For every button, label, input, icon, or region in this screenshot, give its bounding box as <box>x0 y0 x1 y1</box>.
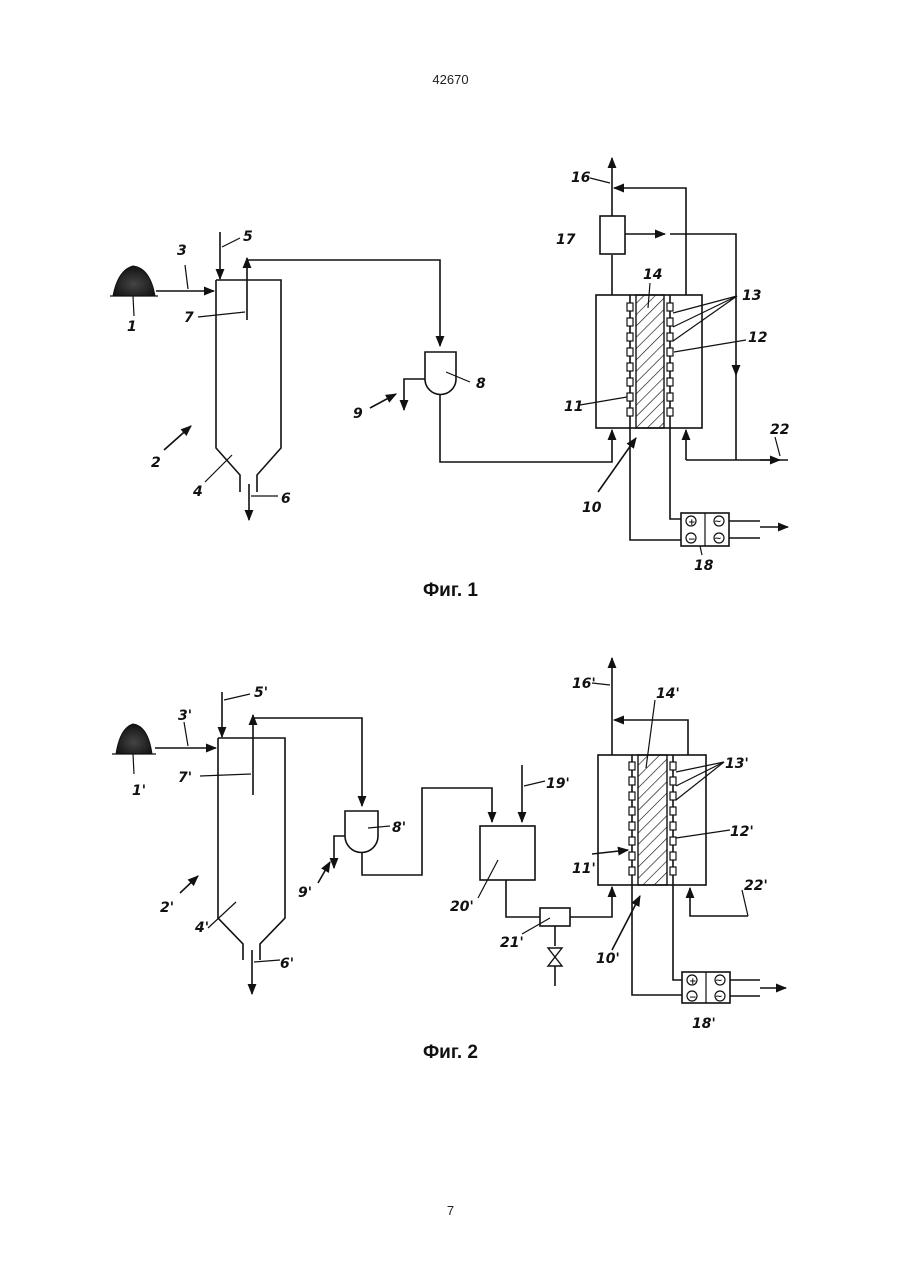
unit-21 <box>540 908 570 926</box>
label-16: 16 <box>571 170 591 186</box>
label-6-prime: 6' <box>280 956 294 972</box>
unit-20 <box>480 826 535 880</box>
label-1-prime: 1' <box>132 783 146 799</box>
fuel-cell <box>596 295 702 428</box>
figure-2: + − ~ ~ 1' 2' 3' 4' 5' 6' 7' 8' 9' 10' 1… <box>112 658 786 1032</box>
svg-text:~: ~ <box>714 534 722 544</box>
label-7-prime: 7' <box>178 770 192 786</box>
label-9: 9 <box>353 406 363 422</box>
label-22-prime: 22' <box>744 878 768 894</box>
label-20-prime: 20' <box>450 899 474 915</box>
label-6: 6 <box>281 491 291 507</box>
fuel-cell <box>598 755 706 885</box>
label-7: 7 <box>184 310 194 326</box>
reactor-vessel <box>216 280 281 492</box>
label-19-prime: 19' <box>546 776 570 792</box>
label-8-prime: 8' <box>392 820 406 836</box>
label-8: 8 <box>476 376 486 392</box>
svg-text:+: + <box>688 518 696 528</box>
figure-1: + − ~ ~ 1 2 3 4 5 6 7 8 9 10 11 12 13 14… <box>110 158 789 574</box>
svg-text:~: ~ <box>714 517 722 527</box>
figure-1-caption: Фиг. 1 <box>0 580 901 602</box>
label-14-prime: 14' <box>656 686 680 702</box>
label-4-prime: 4' <box>194 920 209 936</box>
figure-2-caption: Фиг. 2 <box>0 1042 901 1064</box>
label-5: 5 <box>243 229 253 245</box>
label-3-prime: 3' <box>178 708 192 724</box>
material-heap-icon <box>116 724 152 754</box>
unit-17 <box>600 216 625 254</box>
label-2: 2 <box>151 455 161 471</box>
svg-text:~: ~ <box>715 976 723 986</box>
label-4: 4 <box>192 484 203 500</box>
svg-text:~: ~ <box>715 992 723 1002</box>
svg-text:−: − <box>688 535 696 545</box>
label-10: 10 <box>582 500 602 516</box>
label-21-prime: 21' <box>500 935 524 951</box>
reactor-vessel <box>218 738 285 960</box>
gas-separator <box>425 352 456 395</box>
label-12: 12 <box>748 330 767 346</box>
material-heap-icon <box>113 266 155 296</box>
label-13: 13 <box>742 288 761 304</box>
label-17: 17 <box>556 232 576 248</box>
label-14: 14 <box>643 267 662 283</box>
label-22: 22 <box>770 422 789 438</box>
label-16-prime: 16' <box>572 676 596 692</box>
svg-text:+: + <box>689 977 697 987</box>
label-12-prime: 12' <box>730 824 754 840</box>
label-1: 1 <box>127 319 137 335</box>
label-2-prime: 2' <box>160 900 174 916</box>
label-13-prime: 13' <box>725 756 749 772</box>
svg-text:−: − <box>689 993 697 1003</box>
label-9-prime: 9' <box>298 885 312 901</box>
label-10-prime: 10' <box>596 951 620 967</box>
label-18: 18 <box>694 558 714 574</box>
label-11: 11 <box>564 399 583 415</box>
valve-icon <box>548 948 562 966</box>
label-18-prime: 18' <box>692 1016 716 1032</box>
label-3: 3 <box>177 243 187 259</box>
label-5-prime: 5' <box>254 685 268 701</box>
page-number: 7 <box>0 1203 901 1218</box>
label-11-prime: 11' <box>572 861 596 877</box>
gas-separator <box>345 811 378 853</box>
